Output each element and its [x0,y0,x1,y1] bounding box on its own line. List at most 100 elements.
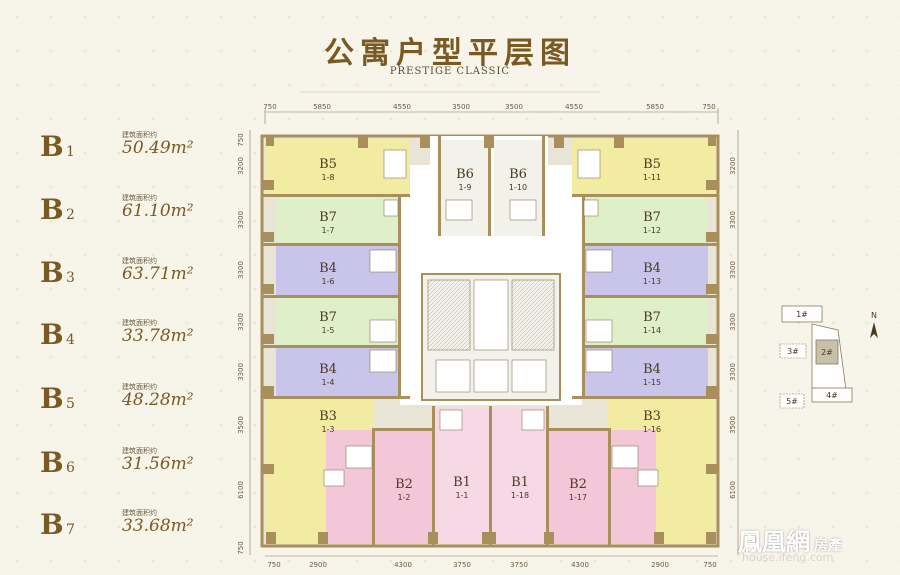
legend-number: 4 [66,332,75,348]
elevator-1 [435,359,471,393]
dimension-left: 750 3200 3300 3300 3300 3300 3500 6100 7… [237,130,251,555]
legend-caption: 建筑面积约 [122,257,157,265]
legend-area: 61.10m² [122,201,194,221]
dim-bottom-6: 4300 [571,561,589,569]
legend-number: 5 [66,396,75,412]
walls [262,136,718,546]
unit-b7-1-7[interactable] [276,196,400,244]
unit-no-b1-r: 1-18 [511,491,529,500]
legend-letter: B [40,193,64,226]
dim-left-8: 6100 [237,481,245,499]
dimension-bottom: 750 2900 4300 3750 3750 4300 2900 750 [265,555,718,569]
unit-no-b4-l2: 1-4 [321,378,334,387]
unit-label-b2-r: B2 [569,477,587,492]
legend-area: 48.28m² [122,390,194,410]
dim-bottom-8: 750 [703,561,716,569]
dim-right-3: 3300 [729,261,737,279]
keyplan-label-1: 1# [796,310,808,319]
unit-no-b4-r1: 1-13 [643,277,661,286]
legend-caption: 建筑面积约 [122,383,157,391]
legend-area: 31.56m² [122,454,194,474]
unit-label-b2-l: B2 [395,477,413,492]
legend-letter: B [40,382,64,415]
dimension-top: 750 5850 4550 3500 3500 4550 5850 750 [263,103,719,124]
legend-letter: B [40,130,64,163]
unit-no-b1-l: 1-1 [455,491,468,500]
unit-no-b3-r: 1-16 [643,425,661,434]
legend-caption: 建筑面积约 [122,509,157,517]
dim-left-4: 3300 [237,261,245,279]
lobby [473,279,509,351]
legend-number: 7 [66,522,75,538]
dim-top-8: 750 [702,103,715,111]
unit-b7-1-12[interactable] [584,196,708,244]
unit-no-b6-l: 1-9 [458,183,471,192]
page-subtitle: PRESTIGE CLASSIC [389,66,511,77]
dim-bottom-7: 2900 [651,561,669,569]
legend-area: 50.49m² [122,138,194,158]
legend-letter: B [40,446,64,479]
elevator-2 [473,359,509,393]
dim-left-6: 3300 [237,363,245,381]
unit-no-b3-l: 1-3 [321,425,334,434]
unit-label-b6-r: B6 [509,167,527,182]
keyplan-label-3: 3# [787,347,799,356]
legend-number: 6 [66,460,75,476]
dim-top-2: 5850 [313,103,331,111]
dim-left-9: 750 [237,541,245,554]
dim-bottom-1: 750 [267,561,280,569]
unit-b2-1-17[interactable] [548,430,656,544]
page-title: 公寓户型平层图 [324,36,576,71]
dim-bottom-2: 2900 [309,561,327,569]
legend-caption: 建筑面积约 [122,447,157,455]
unit-b1-1-1[interactable] [434,408,490,544]
dim-bottom-3: 4300 [394,561,412,569]
unit-label-b5-l: B5 [319,157,337,172]
watermark-logo: 鳳凰網房產 [738,522,842,557]
unit-no-b7-l1: 1-7 [321,226,334,235]
legend-caption: 建筑面积约 [122,319,157,327]
unit-label-b3-l: B3 [319,409,337,424]
unit-label-b1-r: B1 [511,475,529,490]
stair-right [511,279,555,351]
legend-letter: B [40,318,64,351]
dim-bottom-4: 3750 [453,561,471,569]
legend-number: 2 [66,207,75,223]
unit-label-b6-l: B6 [456,167,474,182]
dim-left-7: 3500 [237,416,245,434]
unit-no-b6-r: 1-10 [509,183,527,192]
dim-top-3: 4550 [393,103,411,111]
legend-caption: 建筑面积约 [122,131,157,139]
dimension-right: 3200 3300 3300 3300 3300 3500 6100 [729,130,739,555]
unit-label-b4-l1: B4 [319,261,337,276]
unit-label-b4-l2: B4 [319,362,337,377]
dim-right-2: 3300 [729,211,737,229]
unit-label-b7-l2: B7 [319,310,337,325]
dim-top-5: 3500 [505,103,523,111]
dim-right-4: 3300 [729,313,737,331]
dim-right-1: 3200 [729,157,737,175]
elevator-3 [511,359,547,393]
legend-letter: B [40,256,64,289]
unit-b1-1-18[interactable] [492,408,548,544]
unit-label-b3-r: B3 [643,409,661,424]
bathrooms [323,149,659,487]
dim-left-2: 3200 [237,157,245,175]
dim-right-6: 3500 [729,416,737,434]
legend-number: 3 [66,270,75,286]
keyplan-label-4: 4# [826,391,838,400]
legend-area: 33.68m² [122,516,194,536]
unit-no-b7-r2: 1-14 [643,326,661,335]
unit-no-b2-r: 1-17 [569,493,587,502]
watermark-tag: 房產 [814,538,842,554]
watermark-logo-text: 鳳凰網 [738,528,810,556]
legend-area: 33.78m² [122,326,194,346]
unit-label-b7-r1: B7 [643,210,661,225]
key-plan: 1# 2# 3# 4# 5# N [779,305,878,409]
unit-label-b7-r2: B7 [643,310,661,325]
keyplan-label-5: 5# [786,397,798,406]
dim-bottom-5: 3750 [510,561,528,569]
watermark-url: house.ifeng.com [742,551,834,564]
dim-left-3: 3300 [237,211,245,229]
